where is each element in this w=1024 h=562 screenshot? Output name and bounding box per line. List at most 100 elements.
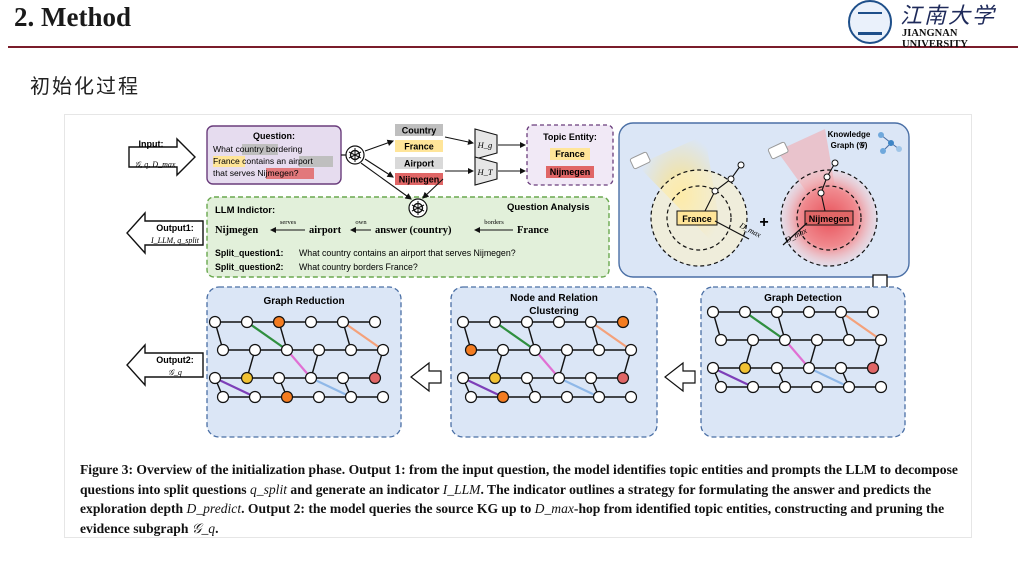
topic-entity-france: France (555, 149, 585, 159)
token-nijmegen: Nijmegen (399, 175, 440, 185)
knowledge-graph-panel: Knowledge Graph (𝒢) France D_max + (618, 122, 910, 278)
graph-node (560, 343, 574, 357)
graph-node (496, 390, 510, 404)
graph-node (368, 371, 382, 385)
graph-edge (286, 349, 312, 379)
chain-edge-serves: serves (280, 219, 297, 226)
output1-label: Output1: (156, 223, 194, 233)
graph-node (738, 361, 752, 375)
graph-node (456, 315, 470, 329)
split-question-1-label: Split_question1: (215, 248, 283, 258)
graph-edge (534, 349, 560, 379)
graph-node (208, 315, 222, 329)
question-line-2: France contains an airport (213, 156, 313, 166)
graph-node (810, 333, 824, 347)
chain-node-airport: airport (309, 225, 342, 236)
chain-node-france: France (517, 225, 549, 236)
graph-edge (246, 321, 288, 351)
method-figure: Input: 𝒢, q, D_max Question: What countr… (126, 122, 910, 438)
graph-edge (808, 367, 850, 388)
graph-edge (558, 377, 600, 398)
figure-area: Input: 𝒢, q, D_max Question: What countr… (64, 114, 972, 538)
graph-node (616, 371, 630, 385)
graph-reduction-panel: Graph Reduction (206, 286, 402, 438)
clustering-title-line1: Node and Relation (510, 293, 598, 304)
graph-node (738, 305, 752, 319)
output2-arrow: Output2: 𝒢_q (126, 343, 204, 387)
title-rule (8, 46, 1018, 48)
graph-node (770, 305, 784, 319)
graph-node (746, 333, 760, 347)
topic-entity-box: Topic Entity: France Nijmegen (526, 124, 614, 186)
kg-entity-nijmegen: Nijmegen (809, 214, 850, 224)
graph-node (368, 315, 382, 329)
graph-node (520, 315, 534, 329)
graph-node (376, 343, 390, 357)
svg-text:H_T: H_T (476, 167, 493, 177)
graph-edge (494, 321, 536, 351)
graph-detection-network (706, 305, 888, 394)
graph-edge (712, 367, 754, 388)
graph-node (706, 305, 720, 319)
graph-node (488, 371, 502, 385)
slide-title: 2. Method (14, 2, 131, 32)
graph-node (706, 361, 720, 375)
graph-node (584, 371, 598, 385)
graph-node (248, 343, 262, 357)
figure-caption: Figure 3: Overview of the initialization… (80, 462, 958, 536)
graph-node (344, 390, 358, 404)
graph-edge (590, 321, 632, 351)
university-name-cn: 江南大学 (900, 4, 997, 29)
graph-node (616, 315, 630, 329)
graph-node (874, 380, 888, 394)
graph-node (714, 333, 728, 347)
chain-edge-own: own (355, 219, 367, 226)
graph-node (842, 380, 856, 394)
openai-icon-center (408, 198, 428, 218)
graph-node (520, 371, 534, 385)
graph-node (456, 371, 470, 385)
graph-node (248, 390, 262, 404)
split-question-1-text: What country contains an airport that se… (299, 248, 516, 258)
graph-node (834, 361, 848, 375)
graph-node (304, 315, 318, 329)
graph-node (376, 390, 390, 404)
llm-indicator-box: LLM Indictor: Question Analysis Nijmegen… (206, 196, 610, 278)
input-vars: 𝒢, q, D_max (135, 160, 176, 169)
graph-node (746, 380, 760, 394)
svg-text:H_g: H_g (477, 140, 493, 150)
graph-node (496, 343, 510, 357)
graph-node (240, 315, 254, 329)
graph-node (874, 333, 888, 347)
graph-node (866, 305, 880, 319)
graph-node (488, 315, 502, 329)
kg-label-line1: Knowledge (828, 130, 871, 139)
graph-reduction-network (208, 315, 390, 404)
chain-node-nijmegen: Nijmegen (215, 225, 258, 236)
graph-node (802, 361, 816, 375)
graph-node (802, 305, 816, 319)
question-heading: Question: (253, 131, 295, 141)
question-box: Question: What country bordering France … (206, 125, 342, 185)
graph-edge (462, 377, 504, 398)
graph-node (280, 343, 294, 357)
graph-node (592, 390, 606, 404)
chain-edge-borders: borders (484, 219, 504, 226)
graph-node (528, 390, 542, 404)
split-question-2-text: What country borders France? (299, 262, 418, 272)
left-arrow-2 (664, 361, 696, 393)
llm-indictor-heading: LLM Indictor: (215, 205, 275, 216)
graph-node (834, 305, 848, 319)
clustering-panel: Node and Relation Clustering (450, 286, 658, 438)
output2-label: Output2: (156, 355, 194, 365)
graph-node (770, 361, 784, 375)
graph-node (552, 315, 566, 329)
graph-node (344, 343, 358, 357)
graph-node (208, 371, 222, 385)
graph-node (560, 390, 574, 404)
ht-encoder: H_T (474, 156, 498, 186)
token-country: Country (402, 126, 437, 136)
graph-detection-title: Graph Detection (764, 293, 842, 304)
graph-node (240, 371, 254, 385)
split-question-2-label: Split_question2: (215, 262, 283, 272)
